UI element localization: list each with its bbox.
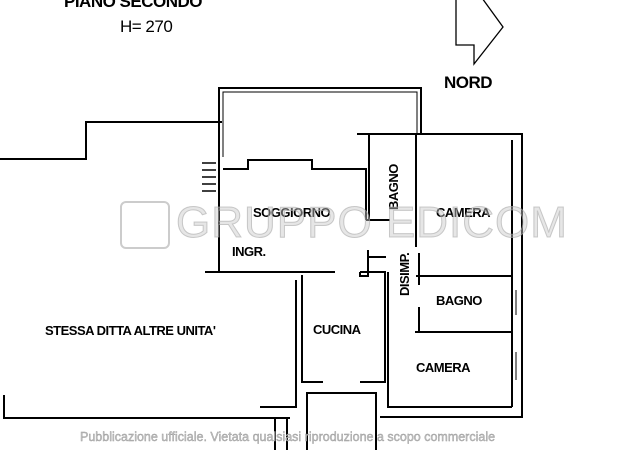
floor-title: PIANO SECONDO	[64, 0, 203, 11]
room-label-camera-2: CAMERA	[416, 360, 471, 375]
edicom-logo-icon	[120, 201, 170, 250]
camera-lower-wall	[387, 272, 512, 408]
left-building-wall	[0, 121, 222, 160]
room-label-ingresso: INGR.	[232, 244, 266, 259]
room-label-other-units: STESSA DITTA ALTRE UNITA'	[45, 323, 216, 338]
disimp-pillar	[359, 250, 369, 277]
room-label-cucina: CUCINA	[313, 322, 361, 337]
north-arrow-icon	[455, 0, 504, 66]
cucina-wall	[301, 275, 323, 383]
cucina-right-wall	[360, 271, 386, 383]
height-label: H= 270	[120, 17, 173, 36]
balcony-inner-wall	[222, 91, 418, 157]
watermark-brand: GRUPPO EDICOM	[176, 198, 568, 248]
other-units-wall	[260, 280, 297, 408]
balcony-wall	[218, 87, 422, 157]
room-label-camera-1: CAMERA	[436, 205, 491, 220]
compass-label: NORD	[444, 73, 493, 92]
room-label-bagno-2: BAGNO	[436, 293, 482, 308]
corridor-wall	[306, 392, 377, 450]
stair-wall	[274, 417, 288, 450]
watermark-logo: GRUPPO EDICOM	[120, 198, 568, 250]
room-label-soggiorno: SOGGIORNO	[253, 205, 331, 220]
other-units-bottom-wall	[3, 395, 290, 419]
stairs-icon	[202, 162, 216, 192]
soggiorno-top-wall	[223, 159, 367, 220]
right-block-outer-wall	[357, 133, 523, 418]
watermark-notice: Pubblicazione ufficiale. Vietata qualsia…	[80, 430, 496, 444]
room-label-disimpegno: DISIMP.	[397, 252, 412, 296]
